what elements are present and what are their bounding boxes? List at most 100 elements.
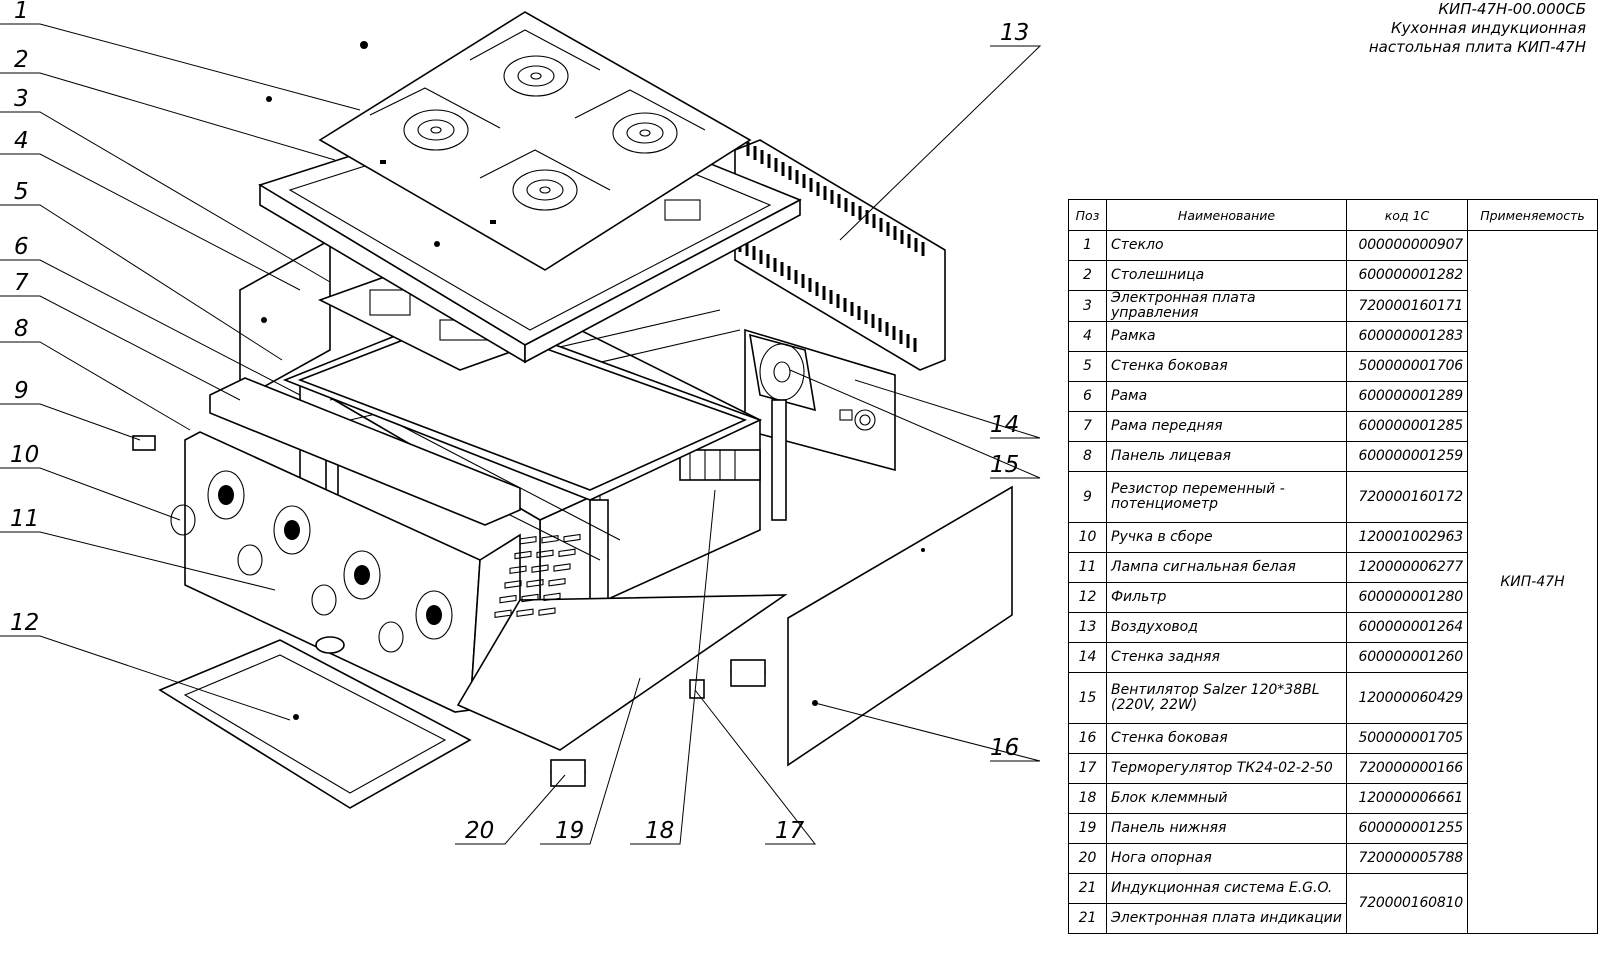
row-name: Стенка задняя — [1106, 642, 1347, 673]
callout-leader-line — [0, 635, 291, 721]
callout-number: 11 — [10, 506, 39, 532]
callout-leader-line — [814, 702, 1041, 762]
row-code: 120000006661 — [1346, 783, 1468, 814]
callout-leader-line — [694, 689, 817, 845]
row-name: Стенка боковая — [1106, 723, 1347, 754]
vent-slot — [548, 577, 566, 587]
document-code: КИП-47Н-00.000СБ — [1438, 0, 1586, 18]
row-code: 600000001285 — [1346, 411, 1468, 442]
row-pos: 5 — [1068, 351, 1107, 382]
vent-slot — [494, 609, 512, 619]
row-code: 720000005788 — [1346, 843, 1468, 874]
callout-number: 7 — [14, 270, 29, 296]
row-name: Нога опорная — [1106, 843, 1347, 874]
thermoregulator-part — [689, 679, 705, 699]
row-pos: 4 — [1068, 321, 1107, 352]
potentiometer-part — [132, 435, 156, 451]
document-title-line2: настольная плита КИП-47Н — [1368, 38, 1586, 56]
row-pos: 3 — [1068, 290, 1107, 322]
callout-leader-line — [0, 111, 331, 283]
knob-5 — [170, 504, 404, 653]
row-name: Вентилятор Salzer 120*38BL (220V, 22W) — [1106, 672, 1347, 724]
row-pos: 20 — [1068, 843, 1107, 874]
row-pos: 8 — [1068, 441, 1107, 472]
row-name: Резистор переменный - потенциометр — [1106, 471, 1347, 523]
vent-slot — [538, 607, 556, 616]
knob-1 — [207, 470, 245, 520]
row-name: Электронная плата индикации — [1106, 903, 1347, 934]
callout-leader-line — [630, 489, 716, 845]
row-name: Панель нижняя — [1106, 813, 1347, 844]
vent-slot — [519, 536, 537, 545]
row-name: Стенка боковая — [1106, 351, 1347, 382]
callout-number: 3 — [14, 86, 29, 112]
callout-leader-line — [540, 677, 641, 845]
row-code: 600000001259 — [1346, 441, 1468, 472]
row-name: Блок клеммный — [1106, 783, 1347, 814]
header-name: Наименование — [1106, 199, 1347, 231]
row-code: 600000001260 — [1346, 642, 1468, 673]
glass-cooktop-part — [318, 11, 752, 271]
callout-leader-line — [0, 295, 241, 401]
callout-leader-line — [0, 341, 191, 431]
row-pos: 13 — [1068, 612, 1107, 643]
callout-number: 9 — [14, 378, 29, 404]
row-pos: 21 — [1068, 873, 1107, 904]
callout-number: 20 — [465, 818, 494, 844]
knob-4 — [415, 590, 453, 640]
header-pos: Поз — [1068, 199, 1107, 231]
row-pos: 10 — [1068, 522, 1107, 553]
vent-slot — [499, 594, 517, 604]
row-pos: 15 — [1068, 672, 1107, 724]
row-code: 000000000907 — [1346, 230, 1468, 261]
header-applicability: Применяемость — [1467, 199, 1598, 231]
bottom-panel-part — [456, 533, 788, 751]
callout-number: 1 — [14, 0, 29, 24]
callout-number: 15 — [990, 452, 1019, 478]
row-code: 120000006277 — [1346, 552, 1468, 583]
row-name: Стекло — [1106, 230, 1347, 261]
callout-number: 17 — [775, 818, 805, 844]
row-pos: 14 — [1068, 642, 1107, 673]
side-wall-right-part — [787, 485, 1013, 767]
row-pos: 19 — [1068, 813, 1107, 844]
row-code: 720000000166 — [1346, 753, 1468, 784]
callout-number: 13 — [1000, 20, 1029, 46]
callout-leader-line — [0, 531, 276, 591]
table-header-row: Поз Наименование код 1С Применяемость — [1068, 199, 1598, 231]
callout-leader-line — [455, 774, 566, 845]
row-name: Электронная плата управления — [1106, 290, 1347, 322]
row-name: Столешница — [1106, 260, 1347, 291]
row-pos: 9 — [1068, 471, 1107, 523]
row-pos: 1 — [1068, 230, 1107, 261]
vent-slot — [514, 550, 532, 560]
callout-number: 8 — [14, 316, 29, 342]
callout-number: 2 — [14, 47, 29, 73]
row-code: 600000001289 — [1346, 381, 1468, 412]
row-pos: 6 — [1068, 381, 1107, 412]
callout-number: 4 — [14, 128, 29, 154]
vent-slot — [563, 533, 581, 543]
callout-leader-line — [0, 72, 336, 161]
callout-number: 14 — [990, 412, 1019, 438]
row-name: Рама — [1106, 381, 1347, 412]
vent-slot — [553, 563, 571, 572]
vent-slot — [541, 534, 559, 544]
row-name: Ручка в сборе — [1106, 522, 1347, 553]
callout-leader-line — [0, 204, 283, 361]
row-code: 720000160810 — [1346, 873, 1468, 934]
